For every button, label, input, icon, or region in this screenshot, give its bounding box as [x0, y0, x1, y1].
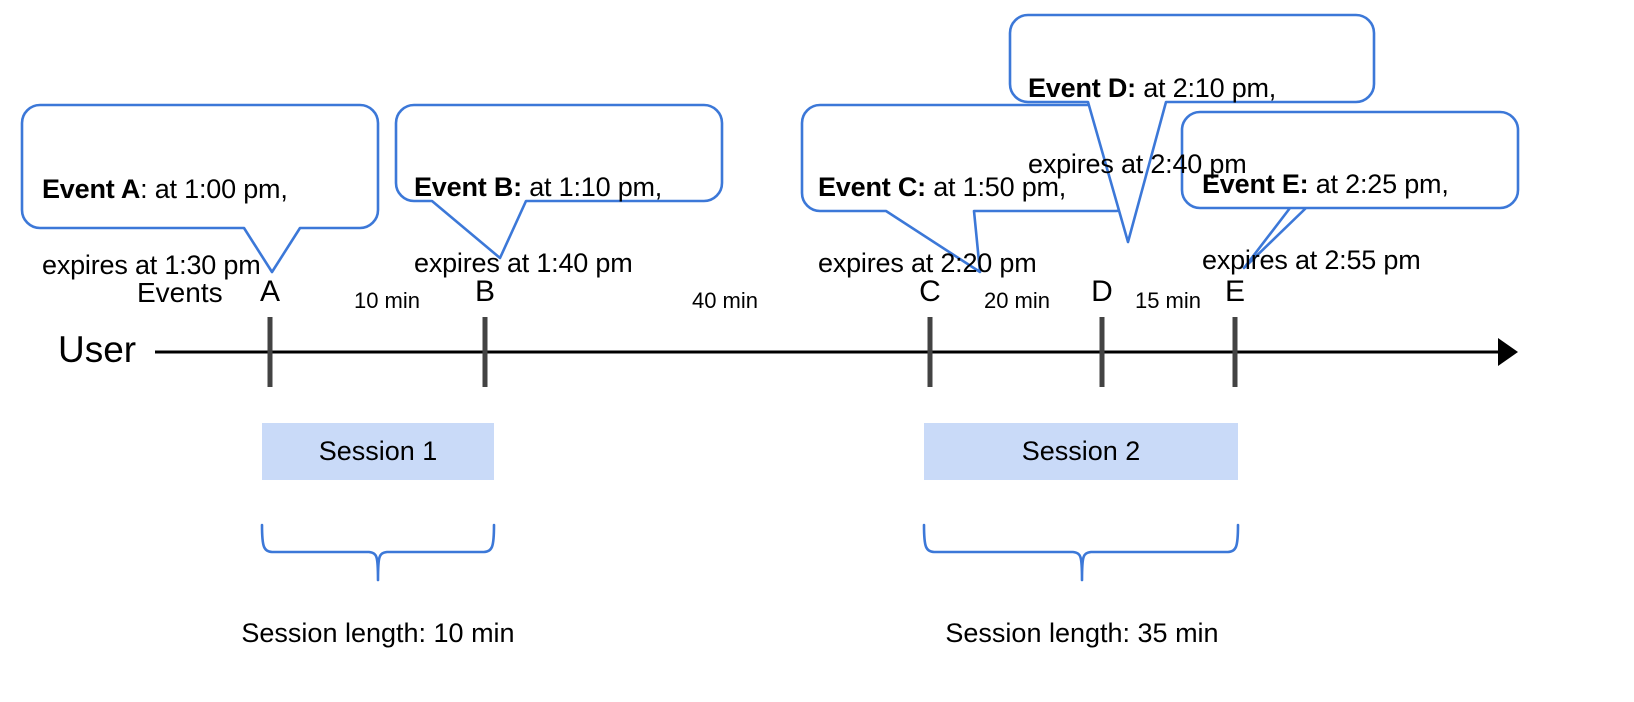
callout-line1-event-c: at 1:50 pm, — [925, 172, 1067, 202]
callout-text-event-c: Event C: at 1:50 pm, expires at 2:20 pm — [818, 130, 1138, 282]
callout-sep-event-a: : — [140, 174, 148, 204]
gap-label-b-c: 40 min — [691, 288, 759, 313]
callout-shape-event-a[interactable] — [20, 103, 380, 274]
session-length-label-1: Session length: 10 min — [241, 618, 515, 648]
session-1-brace — [260, 523, 496, 582]
callout-line1-event-b: at 1:10 pm, — [521, 172, 663, 202]
event-letter-b: B — [474, 275, 495, 308]
callout-lead-event-a: Event A — [42, 174, 141, 204]
callout-text-event-b: Event B: at 1:10 pm, expires at 1:40 pm — [414, 130, 724, 282]
callout-lead-event-c: Event C: — [818, 172, 926, 202]
session-2-brace — [922, 523, 1240, 582]
session-box-1-label: Session 1 — [318, 436, 438, 466]
event-letter-a: A — [259, 275, 280, 308]
callout-lead-event-d: Event D: — [1028, 73, 1136, 103]
callout-line1-event-d: at 2:10 pm, — [1135, 73, 1277, 103]
gap-label-a-b: 10 min — [353, 288, 421, 313]
callout-line2-event-e: expires at 2:55 pm — [1202, 245, 1421, 275]
callout-shape-event-d[interactable] — [1008, 13, 1376, 244]
session-box-2[interactable]: Session 2 — [924, 423, 1238, 480]
session-box-2-label: Session 2 — [1021, 436, 1141, 466]
callout-line2-event-b: expires at 1:40 pm — [414, 248, 633, 278]
event-letter-d: D — [1091, 275, 1113, 308]
callout-line1-event-e: at 2:25 pm, — [1308, 169, 1449, 199]
callout-line2-event-d: expires at 2:40 pm — [1028, 149, 1247, 179]
event-letter-c: C — [919, 275, 941, 308]
callout-text-event-a: Event A: at 1:00 pm, expires at 1:30 pm — [42, 132, 372, 284]
callout-text-event-e: Event E: at 2:25 pm, expires at 2:55 pm — [1202, 127, 1522, 279]
callout-lead-event-e: Event E: — [1202, 169, 1309, 199]
gap-label-d-e: 15 min — [1134, 288, 1202, 313]
callout-shape-event-b[interactable] — [394, 103, 724, 260]
callout-line2-event-c: expires at 2:20 pm — [818, 248, 1037, 278]
gap-label-c-d: 20 min — [983, 288, 1051, 313]
session-length-label-2: Session length: 35 min — [945, 618, 1219, 648]
callout-lead-event-b: Event B: — [414, 172, 522, 202]
session-box-1[interactable]: Session 1 — [262, 423, 494, 480]
event-letter-e: E — [1224, 275, 1245, 308]
callout-shape-event-e[interactable] — [1180, 110, 1520, 270]
callout-text-event-d: Event D: at 2:10 pm, expires at 2:40 pm — [1028, 31, 1368, 183]
timeline-axis-arrowhead — [1498, 338, 1518, 366]
axis-row-label-user: User — [58, 329, 137, 370]
callout-line2-event-a: expires at 1:30 pm — [42, 250, 261, 280]
events-row-label: Events — [137, 277, 223, 308]
callout-line1-event-a: at 1:00 pm, — [147, 174, 288, 204]
